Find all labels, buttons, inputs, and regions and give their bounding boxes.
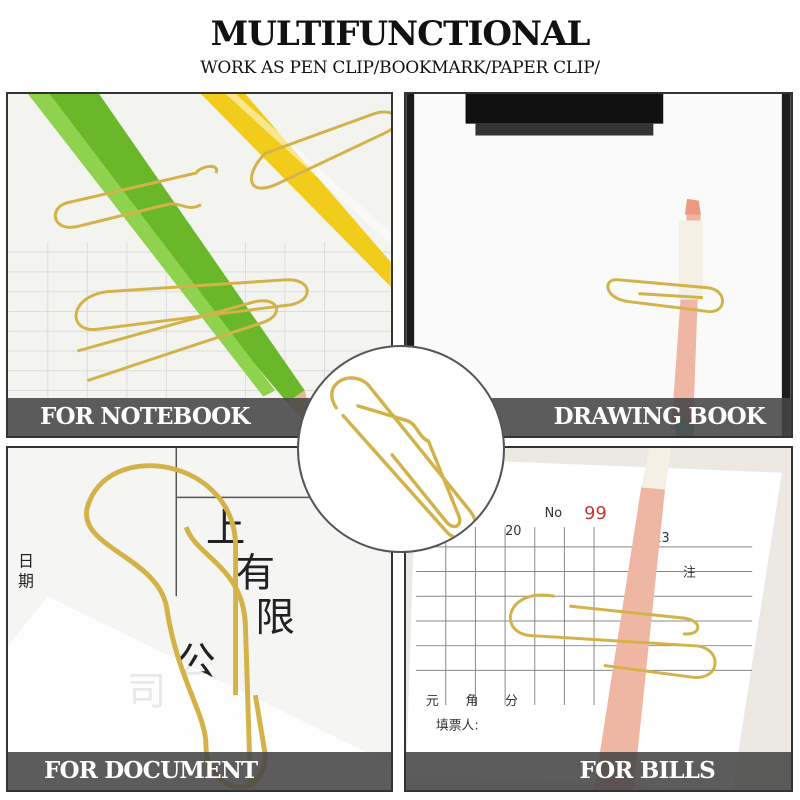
caption-document: FOR DOCUMENT xyxy=(8,752,391,790)
panel-bills: No 99 20 13 注 元角 分填票人: FOR BILLS xyxy=(404,446,793,792)
caption-bills: FOR BILLS xyxy=(406,752,791,790)
svg-text:角: 角 xyxy=(466,694,479,709)
svg-text:20: 20 xyxy=(505,524,521,539)
svg-text:元: 元 xyxy=(426,694,439,709)
svg-text:注: 注 xyxy=(683,565,696,580)
svg-text:期: 期 xyxy=(18,571,34,590)
notebook-photo xyxy=(8,94,391,436)
page-subtitle: WORK AS PEN CLIP/BOOKMARK/PAPER CLIP/ xyxy=(200,58,600,78)
svg-text:99: 99 xyxy=(584,503,607,524)
svg-text:有: 有 xyxy=(236,550,276,596)
svg-text:填票人:: 填票人: xyxy=(436,719,479,734)
svg-text:No: No xyxy=(545,506,563,521)
svg-text:日: 日 xyxy=(18,552,34,571)
panel-notebook: FOR NOTEBOOK xyxy=(6,92,393,438)
page-title: MULTIFUNCTIONAL xyxy=(210,14,591,54)
center-paperclip-circle xyxy=(297,345,505,553)
svg-text:限: 限 xyxy=(255,595,295,641)
paperclip-icon xyxy=(330,376,478,541)
svg-text:分: 分 xyxy=(505,694,518,709)
svg-text:上: 上 xyxy=(206,506,246,552)
